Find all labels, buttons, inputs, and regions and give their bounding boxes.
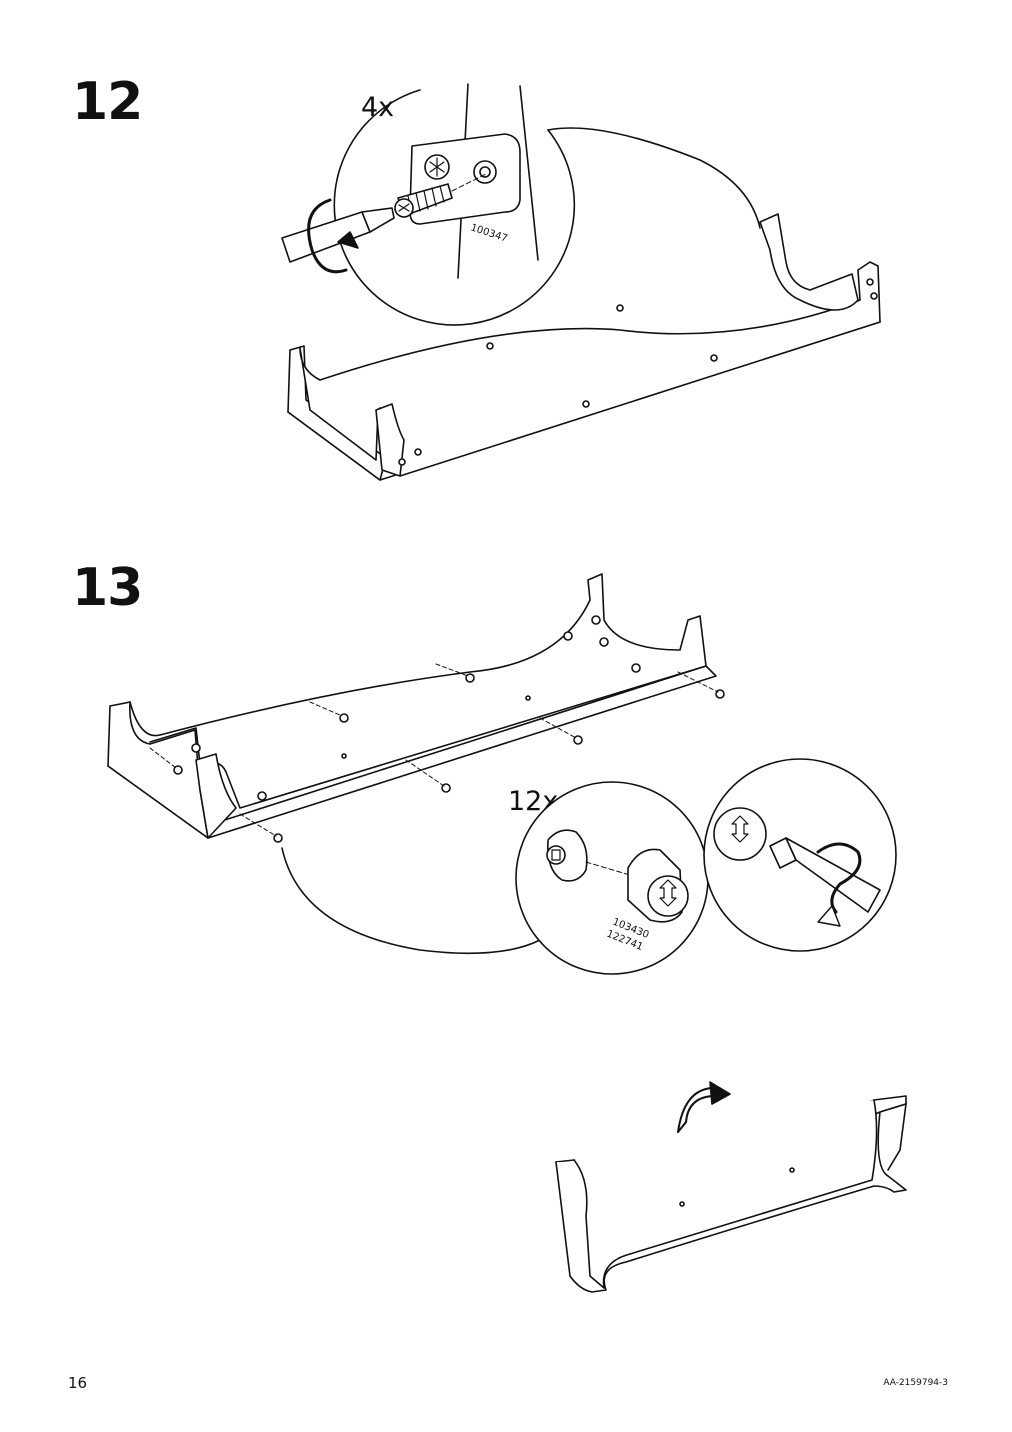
rotate-arrow-icon [307, 198, 359, 274]
step-13-number: 13 [72, 558, 143, 618]
step-13-detail-circle-cam: 103430 122741 [281, 781, 709, 975]
cam-lock-icon [627, 848, 689, 923]
document-code: AA-2159794-3 [883, 1378, 948, 1388]
step-12-detail-circle: 100347 [281, 83, 761, 326]
screwdriver-icon [769, 837, 881, 913]
page-number: 16 [68, 1374, 88, 1392]
step-12-bench-frame [287, 213, 881, 481]
screwdriver-icon [281, 207, 395, 263]
step-12-quantity: 4x [361, 92, 395, 123]
cam-lock-icon [731, 815, 749, 843]
screw-icon [394, 183, 453, 218]
screw-icon [424, 154, 450, 180]
flipped-bench [555, 1095, 907, 1293]
step-12-part-number: 100347 [469, 222, 509, 244]
step-13-detail-circle-tighten [703, 758, 897, 952]
rotate-arrow-icon [816, 842, 862, 927]
step-13-bench-frame [107, 573, 725, 843]
step-12-number: 12 [72, 72, 143, 132]
flip-arrow-icon [677, 1081, 731, 1133]
